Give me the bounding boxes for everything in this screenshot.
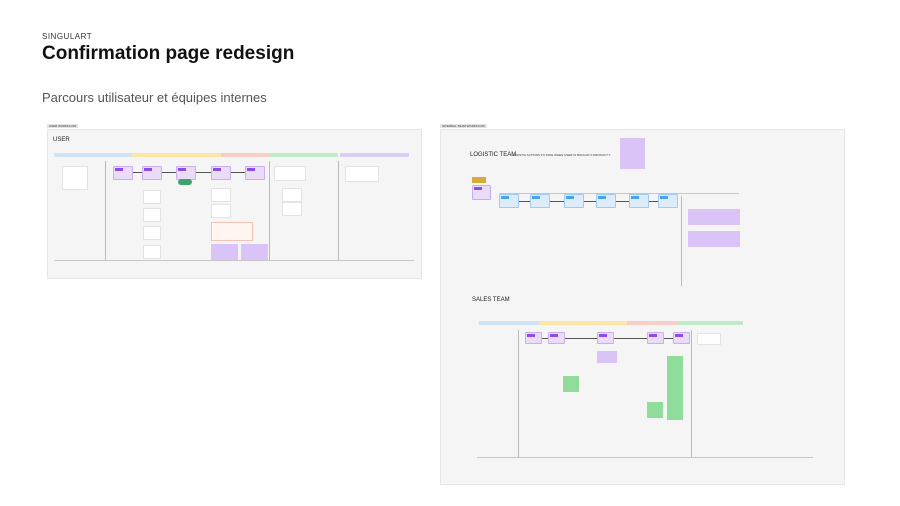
sub-step[interactable] [143, 208, 161, 222]
user-board-title: USER [53, 137, 70, 143]
green-note[interactable] [563, 376, 579, 392]
sub-step[interactable] [282, 202, 302, 216]
logistic-question: LOGISTIC ACTIONS TO TAKE WHEN USER IS BO… [512, 153, 611, 157]
phase-5 [340, 153, 409, 157]
sticky-note[interactable] [597, 351, 617, 363]
sub-step[interactable] [211, 204, 231, 218]
phase-1 [479, 321, 539, 325]
step-card[interactable] [647, 332, 664, 344]
sales-team-title: SALES TEAM [472, 297, 510, 303]
note-card[interactable] [345, 166, 379, 182]
note-card[interactable] [697, 333, 721, 345]
step-card[interactable] [245, 166, 265, 180]
sticky-note[interactable] [620, 138, 645, 169]
green-note[interactable] [647, 402, 663, 418]
step-card[interactable] [530, 194, 550, 208]
green-note[interactable] [667, 356, 683, 420]
step-card[interactable] [211, 166, 231, 180]
logistic-team-title: LOGISTIC TEAM [470, 152, 517, 158]
divider [269, 161, 270, 261]
sub-step[interactable] [211, 188, 231, 202]
step-card[interactable] [597, 332, 614, 344]
user-board-label: USER WORKFLOW [47, 124, 79, 128]
phase-2 [132, 153, 221, 157]
divider [54, 260, 414, 261]
sticky-note[interactable] [688, 231, 740, 247]
sub-step[interactable] [282, 188, 302, 202]
user-workflow-board[interactable]: USER [47, 129, 422, 279]
note-card[interactable] [274, 166, 306, 181]
step-card[interactable] [142, 166, 162, 180]
step-card[interactable] [548, 332, 565, 344]
sticker-icon [472, 177, 486, 183]
internal-workflow-board[interactable]: LOGISTIC TEAM LOGISTIC ACTIONS TO TAKE W… [440, 129, 845, 485]
flow-connector [506, 201, 666, 202]
phase-1 [54, 153, 132, 157]
internal-board-label: INTERNAL TEAM WORKFLOW [440, 124, 487, 128]
sticky-note[interactable] [211, 244, 238, 260]
warning-note[interactable] [211, 222, 253, 241]
sub-step[interactable] [143, 226, 161, 240]
divider [105, 161, 106, 261]
start-card[interactable] [472, 185, 491, 200]
step-card[interactable] [499, 194, 519, 208]
sticker-icon [178, 179, 192, 185]
divider [338, 161, 339, 261]
step-card[interactable] [113, 166, 133, 180]
phase-3 [627, 321, 677, 325]
sub-step[interactable] [143, 190, 161, 204]
phase-3 [221, 153, 269, 157]
phase-2 [539, 321, 627, 325]
sub-step[interactable] [143, 245, 161, 259]
brand-label: SINGULART [42, 32, 93, 41]
divider [691, 330, 692, 457]
divider [681, 196, 682, 286]
divider [518, 330, 519, 457]
note-card[interactable] [62, 166, 88, 190]
divider [477, 457, 813, 458]
sticky-note[interactable] [241, 244, 268, 260]
step-card[interactable] [176, 166, 196, 180]
step-card[interactable] [525, 332, 542, 344]
step-card[interactable] [658, 194, 678, 208]
step-card[interactable] [596, 194, 616, 208]
step-card[interactable] [629, 194, 649, 208]
page-title: Confirmation page redesign [42, 43, 295, 64]
page-subtitle: Parcours utilisateur et équipes internes [42, 90, 267, 105]
phase-4 [269, 153, 338, 157]
sticky-note[interactable] [688, 209, 740, 225]
phase-4 [677, 321, 743, 325]
divider [499, 193, 739, 194]
step-card[interactable] [564, 194, 584, 208]
step-card[interactable] [673, 332, 690, 344]
